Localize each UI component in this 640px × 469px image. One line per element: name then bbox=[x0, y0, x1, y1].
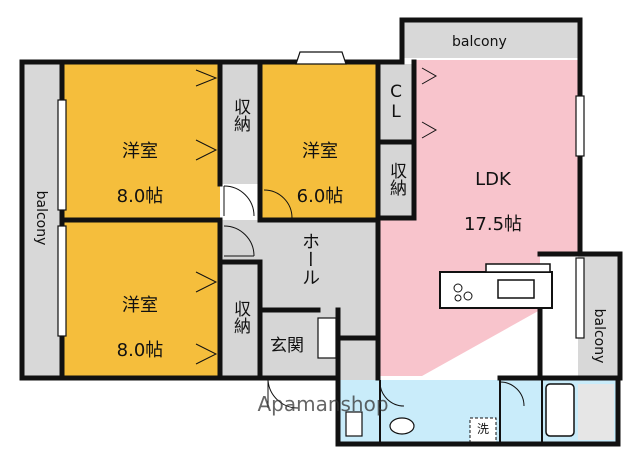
kitchen-sink bbox=[497, 279, 535, 299]
room-name: 洋室 bbox=[122, 294, 158, 316]
storage-bottom-floor bbox=[220, 264, 260, 378]
storage-label-top: 収納 bbox=[230, 98, 250, 132]
shower-area bbox=[578, 384, 614, 440]
closet-label: CL bbox=[386, 82, 406, 122]
washbasin bbox=[389, 417, 415, 435]
western-room-top-floor bbox=[62, 64, 220, 220]
stove-burner bbox=[463, 291, 473, 301]
balcony-top-floor bbox=[402, 22, 578, 58]
storage-top-floor bbox=[220, 64, 260, 184]
bathtub bbox=[545, 383, 575, 437]
balcony-left-floor bbox=[22, 62, 60, 378]
hall-label: ホール bbox=[299, 232, 320, 286]
closet-floor bbox=[378, 64, 414, 142]
storage-label-middle: 収納 bbox=[386, 162, 406, 196]
ldk-room: LDK 17.5帖 bbox=[450, 146, 536, 259]
windows bbox=[57, 51, 585, 339]
room-size: 8.0帖 bbox=[116, 339, 164, 361]
storage-label-bottom: 収納 bbox=[230, 300, 250, 334]
western-room-top: 洋室 8.0帖 bbox=[100, 118, 180, 231]
door-swings bbox=[223, 185, 525, 409]
room-name: 洋室 bbox=[122, 140, 158, 162]
western-room-middle-floor bbox=[262, 64, 378, 220]
entrance-label: 玄関 bbox=[270, 336, 304, 356]
room-size: 8.0帖 bbox=[116, 185, 164, 207]
counter-top-bar bbox=[485, 263, 551, 273]
shoe-cabinet bbox=[317, 317, 337, 359]
kitchen-counter bbox=[439, 271, 553, 309]
balcony-right-floor bbox=[578, 254, 618, 378]
bath-partitions bbox=[379, 380, 543, 444]
stove-burner bbox=[454, 294, 462, 302]
balcony-label-right: balcony bbox=[591, 308, 607, 364]
room-size: 6.0帖 bbox=[296, 185, 344, 207]
western-room-middle: 洋室 6.0帖 bbox=[280, 118, 360, 231]
watermark: Apamanshop bbox=[257, 392, 389, 416]
western-room-bottom: 洋室 8.0帖 bbox=[100, 272, 180, 385]
folding-doors bbox=[195, 67, 438, 365]
washer-label: 洗 bbox=[476, 422, 489, 436]
storage-middle-floor bbox=[378, 144, 414, 216]
room-name: LDK bbox=[475, 168, 511, 190]
western-room-bottom-floor bbox=[62, 222, 220, 378]
room-name: 洋室 bbox=[302, 140, 338, 162]
stove-burner bbox=[453, 283, 463, 293]
room-size: 17.5帖 bbox=[463, 213, 523, 235]
toilet-tank bbox=[345, 411, 363, 437]
balcony-label-left: balcony bbox=[33, 190, 49, 246]
balcony-label-top: balcony bbox=[452, 34, 507, 50]
